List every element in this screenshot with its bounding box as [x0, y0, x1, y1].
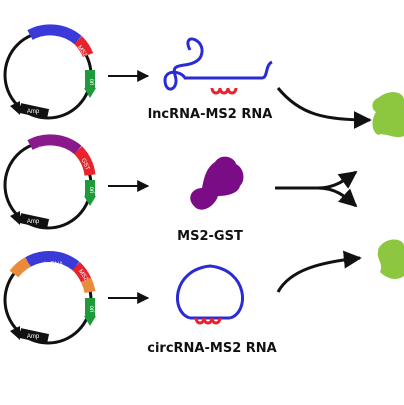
amp-arrow-head — [10, 326, 20, 340]
ori-arrow-head — [84, 316, 96, 326]
ori-label: ori — [88, 79, 94, 86]
binding-arrow-3 — [276, 250, 362, 293]
amp-arrow — [18, 103, 50, 119]
complex-blob-bottom — [377, 239, 404, 279]
plasmid-ms2-gst: MS2-BP GST ori Amp — [3, 134, 96, 230]
row-circrna: circRNA MS2 ori Amp circRNA-MS2 RNA — [3, 239, 404, 356]
plasmid-circrna: circRNA MS2 ori Amp — [3, 251, 96, 345]
orange-segment-left — [9, 257, 31, 278]
amp-arrow — [18, 213, 50, 229]
amp-label: Amp — [27, 109, 40, 115]
rna-backbone — [163, 37, 273, 91]
circrna-ms2-rna — [176, 264, 244, 325]
insert-segment — [27, 134, 82, 155]
caption-ms2-gst: MS2-GST — [177, 229, 243, 244]
insert-label: MS2-BP — [39, 147, 61, 153]
tag-label: GST — [80, 158, 91, 172]
caption-circrna-ms2: circRNA-MS2 RNA — [147, 341, 276, 356]
ori-arrow-head — [84, 88, 96, 98]
fork-branch-down — [317, 186, 358, 208]
row-ms2-gst: MS2-BP GST ori Amp MS2-GST — [3, 134, 358, 244]
ori-label: ori — [88, 187, 94, 194]
amp-arrow — [18, 328, 50, 344]
rna-backbone — [176, 264, 244, 320]
insert-segment — [27, 24, 82, 45]
insert-label: circRNA — [41, 262, 63, 268]
amp-label: Amp — [27, 334, 40, 340]
orange-segment-right — [81, 277, 96, 294]
ms2-gst-protein — [190, 156, 244, 210]
plasmid-lncrna: lncRNA MS2 ori Amp — [3, 24, 96, 120]
fork-branch-up — [317, 170, 358, 190]
amp-arrow-head — [10, 101, 20, 115]
ms2-loops — [210, 87, 238, 95]
ms2-loops — [194, 317, 222, 325]
row-lncrna: lncRNA MS2 ori Amp lncRNA-MS2 RNA — [3, 24, 404, 138]
tag-segment — [73, 146, 96, 176]
ori-arrow-head — [84, 196, 96, 206]
amp-arrow-head — [10, 211, 20, 225]
complex-blob-top — [372, 92, 404, 138]
amp-label: Amp — [27, 219, 40, 225]
insert-label: lncRNA — [40, 37, 60, 43]
caption-lncrna-ms2: lncRNA-MS2 RNA — [148, 107, 273, 122]
tag-segment — [72, 261, 92, 283]
ori-label: ori — [88, 306, 94, 313]
tag-segment — [73, 36, 94, 58]
binding-arrow-1 — [276, 87, 372, 129]
insert-segment — [25, 251, 80, 271]
lncrna-ms2-rna — [163, 37, 273, 95]
